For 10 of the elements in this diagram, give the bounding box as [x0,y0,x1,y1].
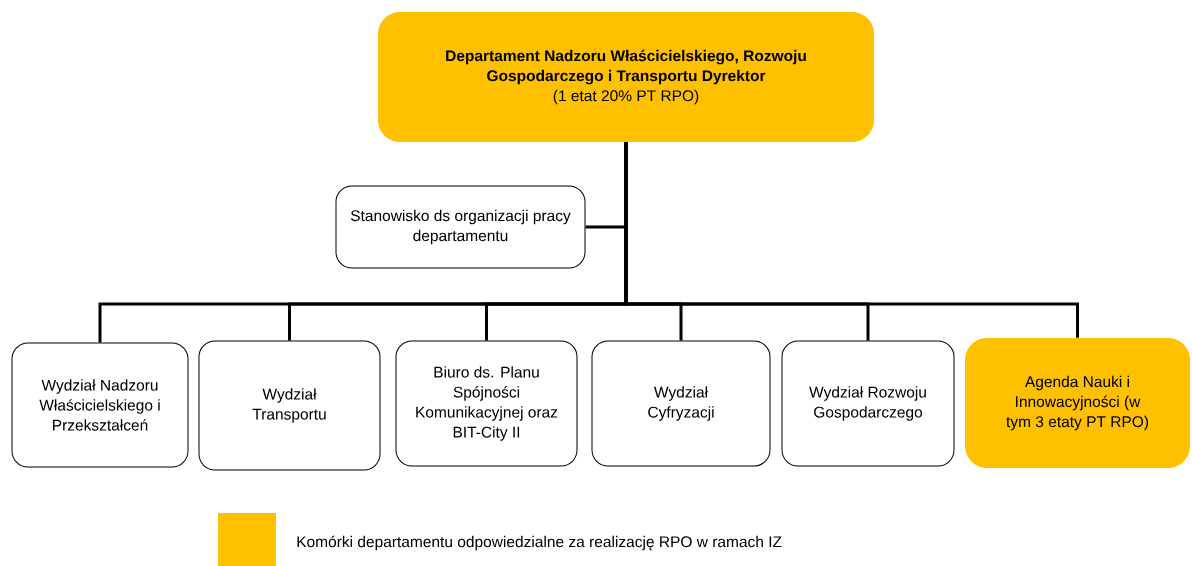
unit-box: Wydział Cyfryzacji [591,340,771,467]
legend-text: Komórki departamentu odpowiedzialne za realizację RPO w ramach IZ [297,535,782,551]
unit-box: Wydział Rozwoju Gospodarczego [781,340,955,467]
director-box: Departament Nadzoru Właścicielskiego, Rozwoju Gospodarczego i Transportu Dyrektor (1 etat 20% PT RPO) [378,12,874,142]
unit-box: Wydział Nadzoru Właścicielskiego i Przekształceń [11,342,189,468]
unit-box: Wydział Transportu [198,340,381,471]
connector-line [624,142,1079,338]
unit-box: Agenda Nauki i Innowacyjności (w tym 3 etaty PT RPO) [965,338,1190,468]
position-box: Stanowisko ds organizacji pracy departamentu [335,185,586,269]
unit-box: Biuro ds. Planu Spójności Komunikacyjnej oraz BIT-City II [395,340,578,467]
